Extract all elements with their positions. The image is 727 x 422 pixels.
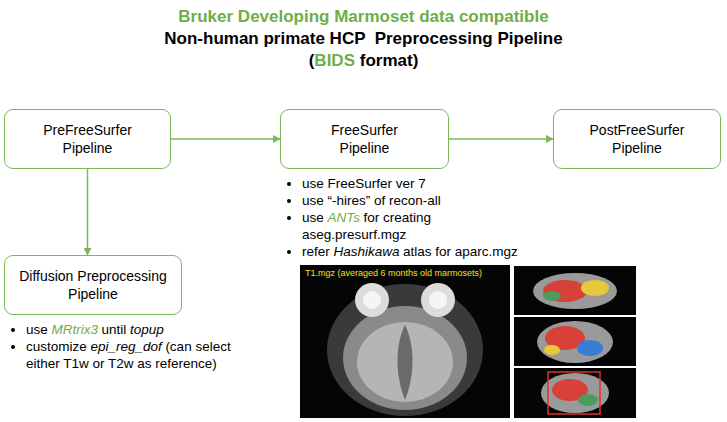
- bullet-text: for creating: [364, 210, 432, 225]
- process-box: Diffusion Preprocessing Pipeline: [4, 255, 182, 315]
- crosshair-box: [548, 372, 600, 414]
- head-outline: [327, 284, 483, 416]
- bullet-text: use FreeSurfer ver 7: [302, 176, 426, 191]
- atlas-region: [578, 394, 598, 406]
- atlas-region: [577, 340, 603, 356]
- bullet-item: useMRtrix3 untiltopup: [26, 321, 246, 338]
- bullet-text: epi_reg_dof: [90, 339, 161, 354]
- bullet-text: use: [26, 322, 48, 337]
- midline: [398, 325, 413, 400]
- node-text-wrap: FreeSurfer Pipeline: [309, 121, 421, 157]
- format-word: format): [360, 51, 419, 70]
- brain-view: [537, 321, 613, 363]
- process-box: PreFreeSurfer Pipeline: [4, 109, 171, 169]
- process-box: FreeSurfer Pipeline: [280, 109, 449, 169]
- bullet-text: refer: [302, 244, 330, 259]
- brain-view: [533, 273, 617, 309]
- view-panel: [514, 368, 636, 418]
- eye-left-inner: [363, 291, 381, 309]
- paren: (: [309, 51, 315, 70]
- title: Bruker Developing Marmoset data compatib…: [0, 6, 727, 28]
- bullet-text: until: [102, 322, 127, 337]
- bullet-text: MRtrix3: [51, 322, 98, 337]
- atlas-region: [581, 280, 609, 296]
- flow-arrow: [449, 138, 553, 140]
- bullet-text: use: [302, 210, 324, 225]
- brain-view: [541, 373, 609, 413]
- mri-panel: [300, 265, 510, 418]
- box-label: PostFreeSurfer Pipeline: [577, 121, 697, 157]
- bullet-item: use “-hires” of recon-all: [302, 192, 542, 209]
- bullet-item: referHashikawa atlas for aparc.mgz: [302, 243, 542, 260]
- bullet-text: use “-hires” of recon-all: [302, 193, 441, 208]
- view-panel: [514, 317, 636, 366]
- title-block: Bruker Developing Marmoset data compatib…: [0, 6, 727, 72]
- format-name: BIDS: [314, 51, 355, 70]
- brain-shape: [343, 306, 467, 410]
- diffusion-notes: useMRtrix3untiltopupcustomizeepi_reg_dof…: [6, 321, 246, 372]
- bullet-text: topup: [130, 322, 164, 337]
- bullet-text: aseg.presurf.mgz: [302, 226, 542, 243]
- box-label: Diffusion Preprocessing Pipeline: [14, 267, 172, 303]
- flow-arrow: [87, 169, 89, 255]
- eye-right: [421, 283, 455, 317]
- node-text-wrap: Diffusion Preprocessing Pipeline: [14, 267, 172, 303]
- atlas-region: [543, 291, 561, 301]
- bullet-text: atlas for aparc.mgz: [403, 244, 518, 259]
- image-caption: T1.mgz (averaged 6 months old marmosets): [305, 268, 505, 279]
- bullet-text: customize: [26, 339, 87, 354]
- view-panel: [514, 266, 636, 315]
- atlas-region: [544, 345, 560, 355]
- format-line: (BIDS format): [0, 50, 727, 72]
- eye-left: [355, 283, 389, 317]
- node-text-wrap: PreFreeSurfer Pipeline: [32, 121, 144, 157]
- box-label: PreFreeSurfer Pipeline: [32, 121, 144, 157]
- box-label: FreeSurfer Pipeline: [309, 121, 421, 157]
- flow-arrow: [171, 138, 280, 140]
- brain-inner: [357, 322, 453, 402]
- freesurfer-notes: use FreeSurfer ver 7 use “-hires” of reco…: [282, 175, 542, 260]
- bullet-item: customizeepi_reg_dof(can select either T…: [26, 338, 246, 372]
- bullet-text: ANTs: [327, 210, 360, 225]
- node-text-wrap: PostFreeSurfer Pipeline: [577, 121, 697, 157]
- subtitle: Non-human primate HCP Preprocessing Pipe…: [0, 28, 727, 50]
- bullet-text: Hashikawa: [333, 244, 399, 259]
- bullet-item: useANTs for creatingaseg.presurf.mgz: [302, 209, 542, 243]
- atlas-region: [543, 280, 587, 302]
- bullet-item: use FreeSurfer ver 7: [302, 175, 542, 192]
- eye-right-inner: [429, 291, 447, 309]
- process-box: PostFreeSurfer Pipeline: [553, 109, 721, 169]
